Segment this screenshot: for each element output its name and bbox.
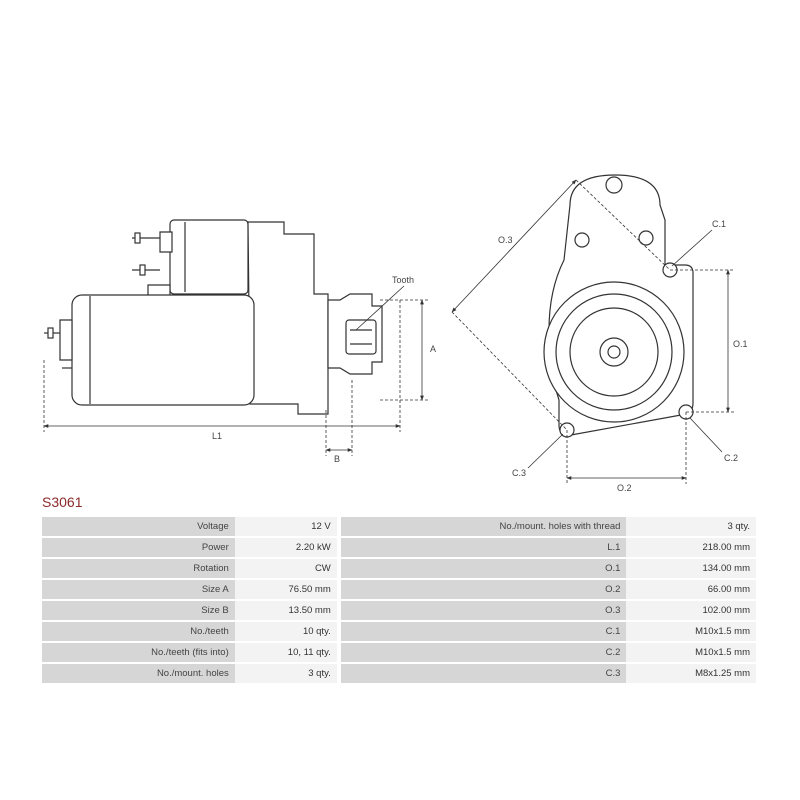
spec-value: CW bbox=[234, 559, 337, 578]
spec-value: 134.00 mm bbox=[626, 559, 756, 578]
spec-value: 102.00 mm bbox=[626, 601, 756, 620]
spec-gap bbox=[336, 538, 341, 557]
motor-body bbox=[71, 294, 255, 406]
spec-value: 3 qty. bbox=[234, 664, 337, 683]
spec-label: No./teeth (fits into) bbox=[42, 643, 235, 662]
spec-value: 66.00 mm bbox=[626, 580, 756, 599]
solenoid-body bbox=[169, 219, 249, 295]
rear-terminal bbox=[59, 319, 73, 361]
drive-housing bbox=[247, 221, 329, 415]
spec-label: Size A bbox=[42, 580, 235, 599]
spec-label: Power bbox=[42, 538, 235, 557]
dim-l1-label: L1 bbox=[212, 431, 222, 441]
spec-value: M10x1.5 mm bbox=[626, 643, 756, 662]
spec-value: 218.00 mm bbox=[626, 538, 756, 557]
spec-gap bbox=[336, 643, 341, 662]
spec-label: C.2 bbox=[340, 643, 627, 662]
spec-label: No./mount. holes bbox=[42, 664, 235, 683]
spec-value: 2.20 kW bbox=[234, 538, 337, 557]
spec-gap bbox=[336, 580, 341, 599]
dim-o1-label: O.1 bbox=[733, 339, 748, 349]
spec-gap bbox=[336, 601, 341, 620]
part-code: S3061 bbox=[42, 494, 83, 510]
tooth-label: Tooth bbox=[392, 275, 414, 285]
spec-label: C.1 bbox=[340, 622, 627, 641]
spec-label: L.1 bbox=[340, 538, 627, 557]
spec-label: No./teeth bbox=[42, 622, 235, 641]
spec-label: Size B bbox=[42, 601, 235, 620]
spec-value: 10 qty. bbox=[234, 622, 337, 641]
solenoid-terminal bbox=[159, 231, 173, 253]
spec-value: 10, 11 qty. bbox=[234, 643, 337, 662]
spec-value: 12 V bbox=[234, 517, 337, 536]
side-dimensions bbox=[43, 285, 428, 456]
spec-label: O.3 bbox=[340, 601, 627, 620]
hole-c2-label: C.2 bbox=[724, 453, 738, 463]
spec-gap bbox=[336, 517, 341, 536]
front-dimensions bbox=[451, 179, 734, 484]
spec-label: Rotation bbox=[42, 559, 235, 578]
starter-motor-drawing: Tooth A L1 B O.3 O.1 O.2 C.1 C.2 C.3 bbox=[43, 174, 748, 493]
spec-value: 13.50 mm bbox=[234, 601, 337, 620]
spec-gap bbox=[336, 622, 341, 641]
starter-front-view bbox=[543, 174, 694, 438]
spec-label: O.1 bbox=[340, 559, 627, 578]
spec-value: 76.50 mm bbox=[234, 580, 337, 599]
spec-value: 3 qty. bbox=[626, 517, 756, 536]
hole-c1-label: C.1 bbox=[712, 219, 726, 229]
spec-label: Voltage bbox=[42, 517, 235, 536]
spec-gap bbox=[336, 559, 341, 578]
spec-label: No./mount. holes with thread bbox=[340, 517, 627, 536]
spec-label: C.3 bbox=[340, 664, 627, 683]
hole-c3-label: C.3 bbox=[512, 468, 526, 478]
spec-label: O.2 bbox=[340, 580, 627, 599]
spec-gap bbox=[336, 664, 341, 683]
dim-o2-label: O.2 bbox=[617, 483, 632, 493]
spec-value: M8x1.25 mm bbox=[626, 664, 756, 683]
dim-a-label: A bbox=[430, 344, 436, 354]
dim-b-label: B bbox=[334, 454, 340, 464]
dim-o3-label: O.3 bbox=[498, 235, 513, 245]
starter-side-view bbox=[44, 219, 383, 415]
spec-value: M10x1.5 mm bbox=[626, 622, 756, 641]
